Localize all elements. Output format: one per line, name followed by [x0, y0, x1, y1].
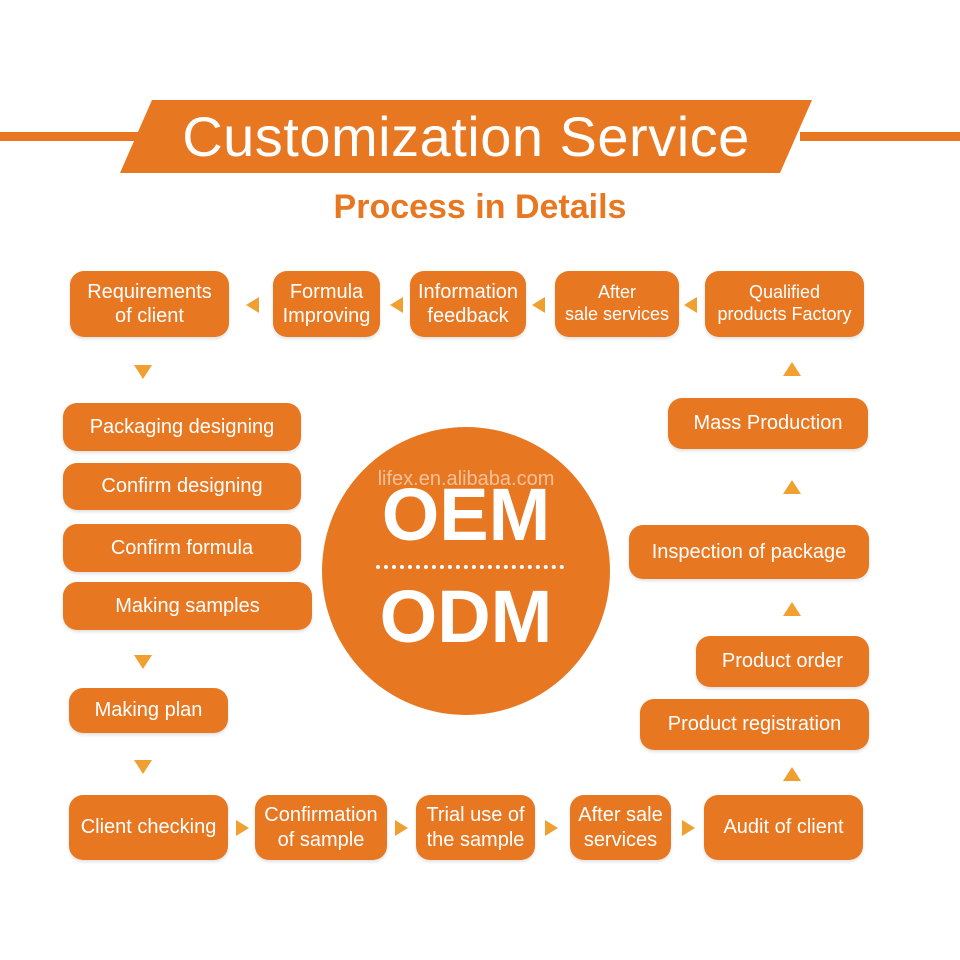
arrow-down-icon [134, 760, 152, 774]
arrow-down-icon [134, 655, 152, 669]
step-information-feedback: Information feedback [410, 271, 526, 337]
step-confirm-designing: Confirm designing [63, 463, 301, 510]
step-making-plan: Making plan [69, 688, 228, 733]
step-after-sale-services-bottom: After sale services [570, 795, 671, 860]
step-product-order: Product order [696, 636, 869, 687]
step-packaging-designing: Packaging designing [63, 403, 301, 451]
step-trial-use-of-the-sample: Trial use of the sample [416, 795, 535, 860]
arrow-up-icon [783, 767, 801, 781]
arrow-right-icon [682, 820, 695, 836]
step-confirm-formula: Confirm formula [63, 524, 301, 572]
title-banner [120, 100, 812, 173]
step-product-registration: Product registration [640, 699, 869, 750]
header-band-right [800, 132, 960, 141]
step-qualified-products-factory: Qualified products Factory [705, 271, 864, 337]
step-inspection-of-package: Inspection of package [629, 525, 869, 579]
step-requirements-of-client: Requirements of client [70, 271, 229, 337]
arrow-up-icon [783, 480, 801, 494]
arrow-right-icon [395, 820, 408, 836]
arrow-left-icon [532, 297, 545, 313]
step-after-sale-services-top: After sale services [555, 271, 679, 337]
dotted-divider [376, 565, 564, 569]
header-band-left [0, 132, 150, 141]
step-confirmation-of-sample: Confirmation of sample [255, 795, 387, 860]
arrow-right-icon [236, 820, 249, 836]
step-formula-improving: Formula Improving [273, 271, 380, 337]
arrow-left-icon [246, 297, 259, 313]
arrow-right-icon [545, 820, 558, 836]
arrow-down-icon [134, 365, 152, 379]
watermark-text: lifex.en.alibaba.com [377, 468, 555, 490]
odm-label: ODM [379, 575, 553, 658]
step-audit-of-client: Audit of client [704, 795, 863, 860]
oem-label: OEM [381, 473, 551, 556]
step-mass-production: Mass Production [668, 398, 868, 449]
arrow-left-icon [684, 297, 697, 313]
arrow-up-icon [783, 362, 801, 376]
arrow-left-icon [390, 297, 403, 313]
arrow-up-icon [783, 602, 801, 616]
oem-odm-circle [322, 427, 610, 715]
page-subtitle: Process in Details [333, 188, 627, 226]
page-title: Customization Service [182, 104, 750, 168]
step-client-checking: Client checking [69, 795, 228, 860]
step-making-samples: Making samples [63, 582, 312, 630]
